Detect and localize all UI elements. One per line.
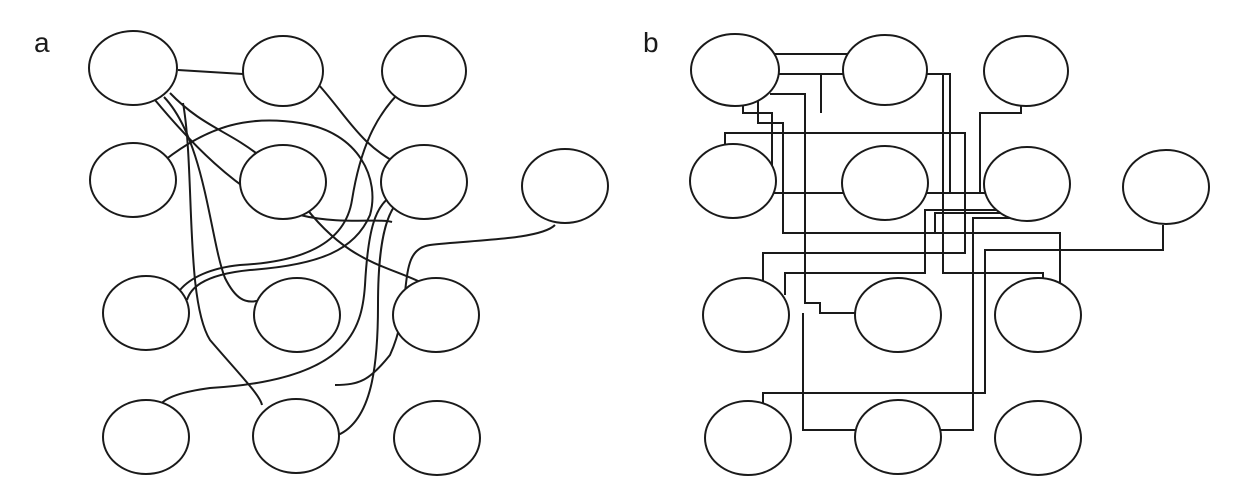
panel-a-edges bbox=[154, 69, 556, 436]
edge bbox=[334, 224, 556, 386]
node bbox=[89, 142, 177, 218]
edge bbox=[724, 132, 966, 290]
node bbox=[704, 400, 792, 476]
edge bbox=[179, 88, 404, 291]
edge bbox=[784, 209, 1000, 295]
edge bbox=[177, 69, 244, 75]
panel-a: a bbox=[34, 27, 609, 476]
node bbox=[102, 275, 190, 351]
node bbox=[392, 277, 480, 353]
panel-b-edges bbox=[724, 53, 1164, 431]
node bbox=[983, 35, 1069, 107]
edge bbox=[159, 194, 394, 406]
node bbox=[239, 144, 327, 220]
node bbox=[381, 35, 467, 107]
node bbox=[1122, 149, 1210, 225]
panel-b: b bbox=[643, 27, 1210, 476]
node bbox=[994, 277, 1082, 353]
panel-a-nodes bbox=[88, 30, 609, 476]
node bbox=[690, 33, 780, 107]
edge bbox=[934, 212, 1005, 233]
node bbox=[689, 143, 777, 219]
panel-b-label: b bbox=[643, 27, 659, 58]
node bbox=[521, 148, 609, 224]
node bbox=[841, 145, 929, 221]
node bbox=[702, 277, 790, 353]
node bbox=[842, 34, 928, 106]
node bbox=[983, 146, 1071, 222]
panel-b-nodes bbox=[689, 33, 1210, 476]
node bbox=[252, 398, 340, 474]
panel-a-label: a bbox=[34, 27, 50, 58]
node bbox=[994, 400, 1082, 476]
node bbox=[88, 30, 178, 106]
edge bbox=[317, 83, 403, 167]
edge bbox=[770, 93, 855, 314]
node bbox=[253, 277, 341, 353]
node bbox=[242, 35, 324, 107]
node bbox=[854, 399, 942, 475]
edge bbox=[164, 119, 374, 301]
edge bbox=[337, 199, 401, 436]
node bbox=[393, 400, 481, 476]
edge bbox=[182, 102, 263, 406]
edge bbox=[757, 98, 1061, 290]
node bbox=[102, 399, 190, 475]
node bbox=[380, 144, 468, 220]
edge bbox=[762, 225, 1164, 410]
node bbox=[854, 277, 942, 353]
edge bbox=[802, 313, 860, 431]
